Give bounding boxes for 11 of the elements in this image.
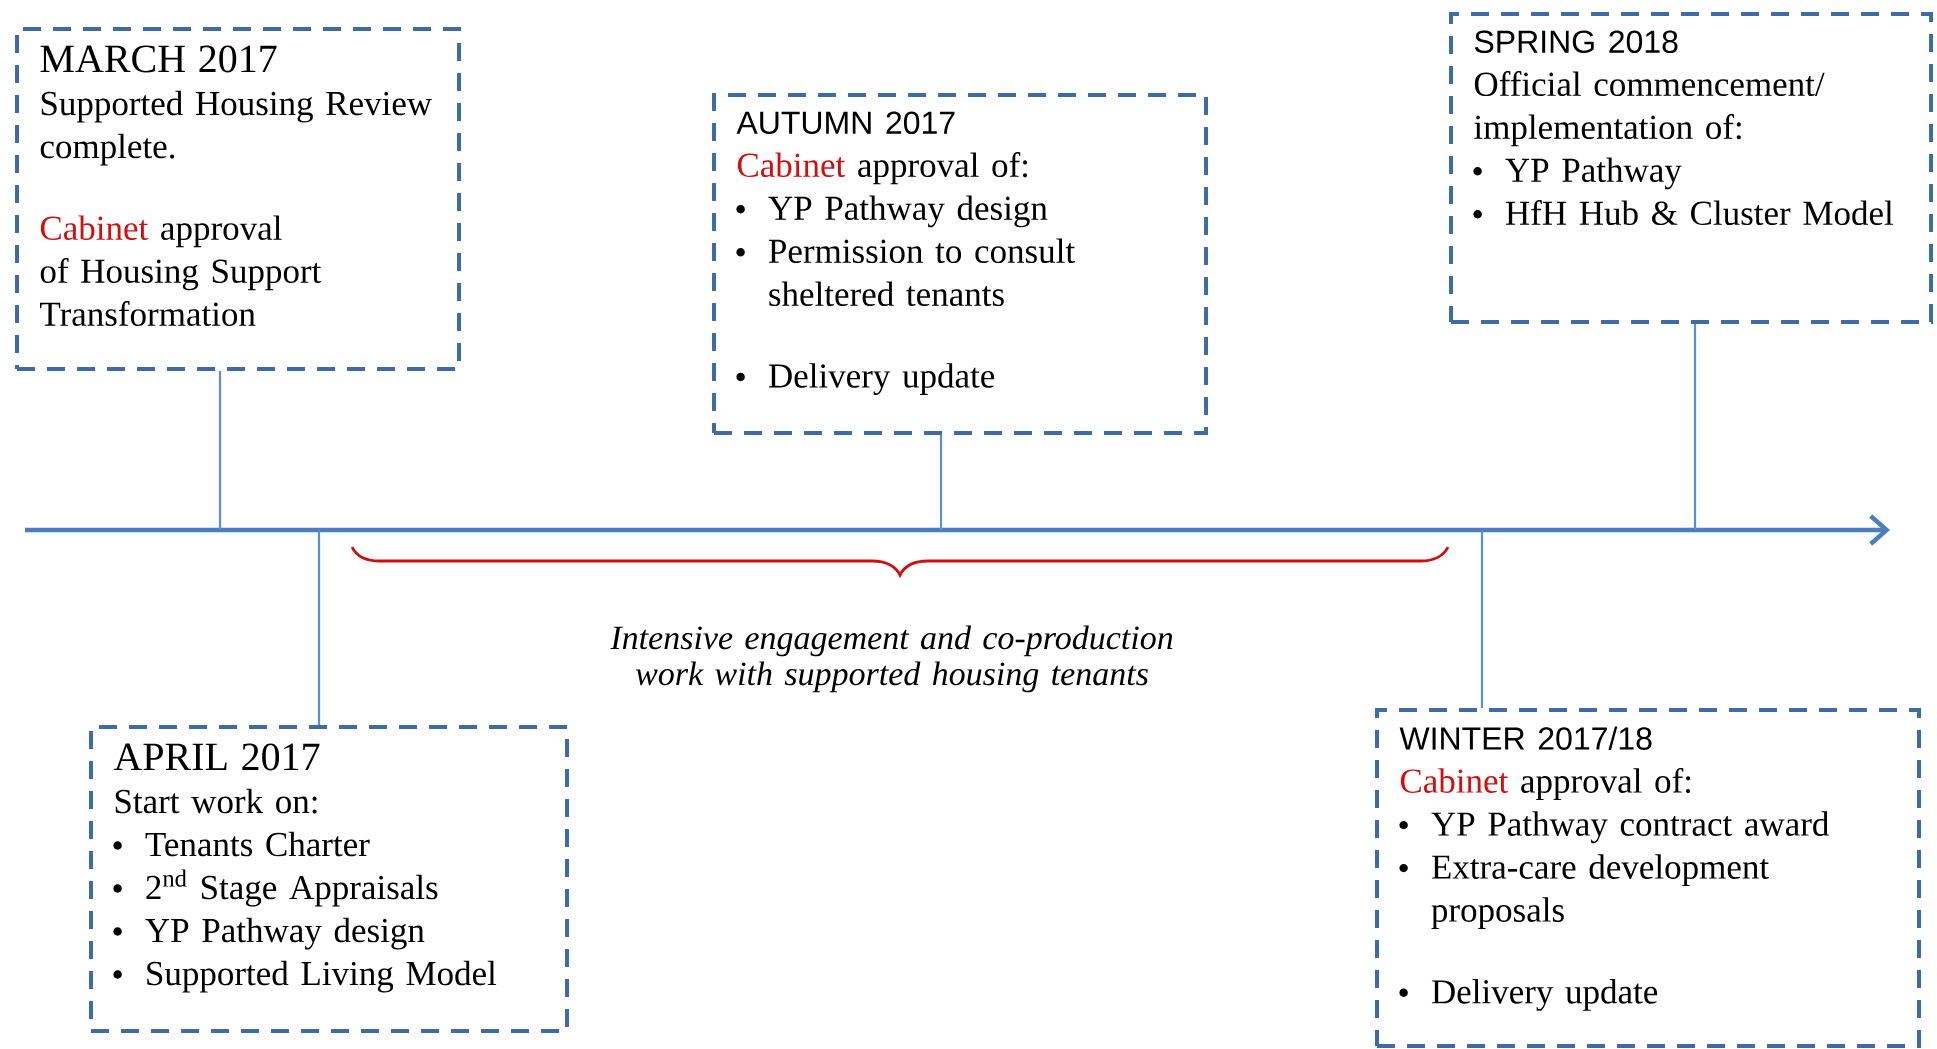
- event-box: MARCH 2017 Supported Housing Review complete. Cabinet approval of Housing Support Transformation: [15, 27, 462, 371]
- leader-line: [1480, 530, 1484, 708]
- event-box: WINTER 2017/18 Cabinet approval of: YP Pathway contract award Extra-care development proposals Delivery update: [1375, 708, 1922, 1048]
- event-box: SPRING 2018 Official commencement/ implementation of: YP Pathway HfH Hub & Cluster Model: [1449, 12, 1934, 324]
- leader-line: [1693, 324, 1697, 530]
- leader-line: [317, 530, 321, 725]
- event-box: APRIL 2017 Start work on: Tenants Charter 2$^{nd}$ Stage Appraisals YP Pathway design Supported Living Model: [89, 725, 570, 1033]
- leader-line: [939, 435, 943, 530]
- leader-line: [218, 371, 222, 530]
- event-box: AUTUMN 2017 Cabinet approval of: YP Pathway design Permission to consult sheltered tenants Delivery update: [712, 93, 1209, 435]
- annotation-text: Intensive engagement and co-production work with supported housing tenants: [610, 625, 1173, 693]
